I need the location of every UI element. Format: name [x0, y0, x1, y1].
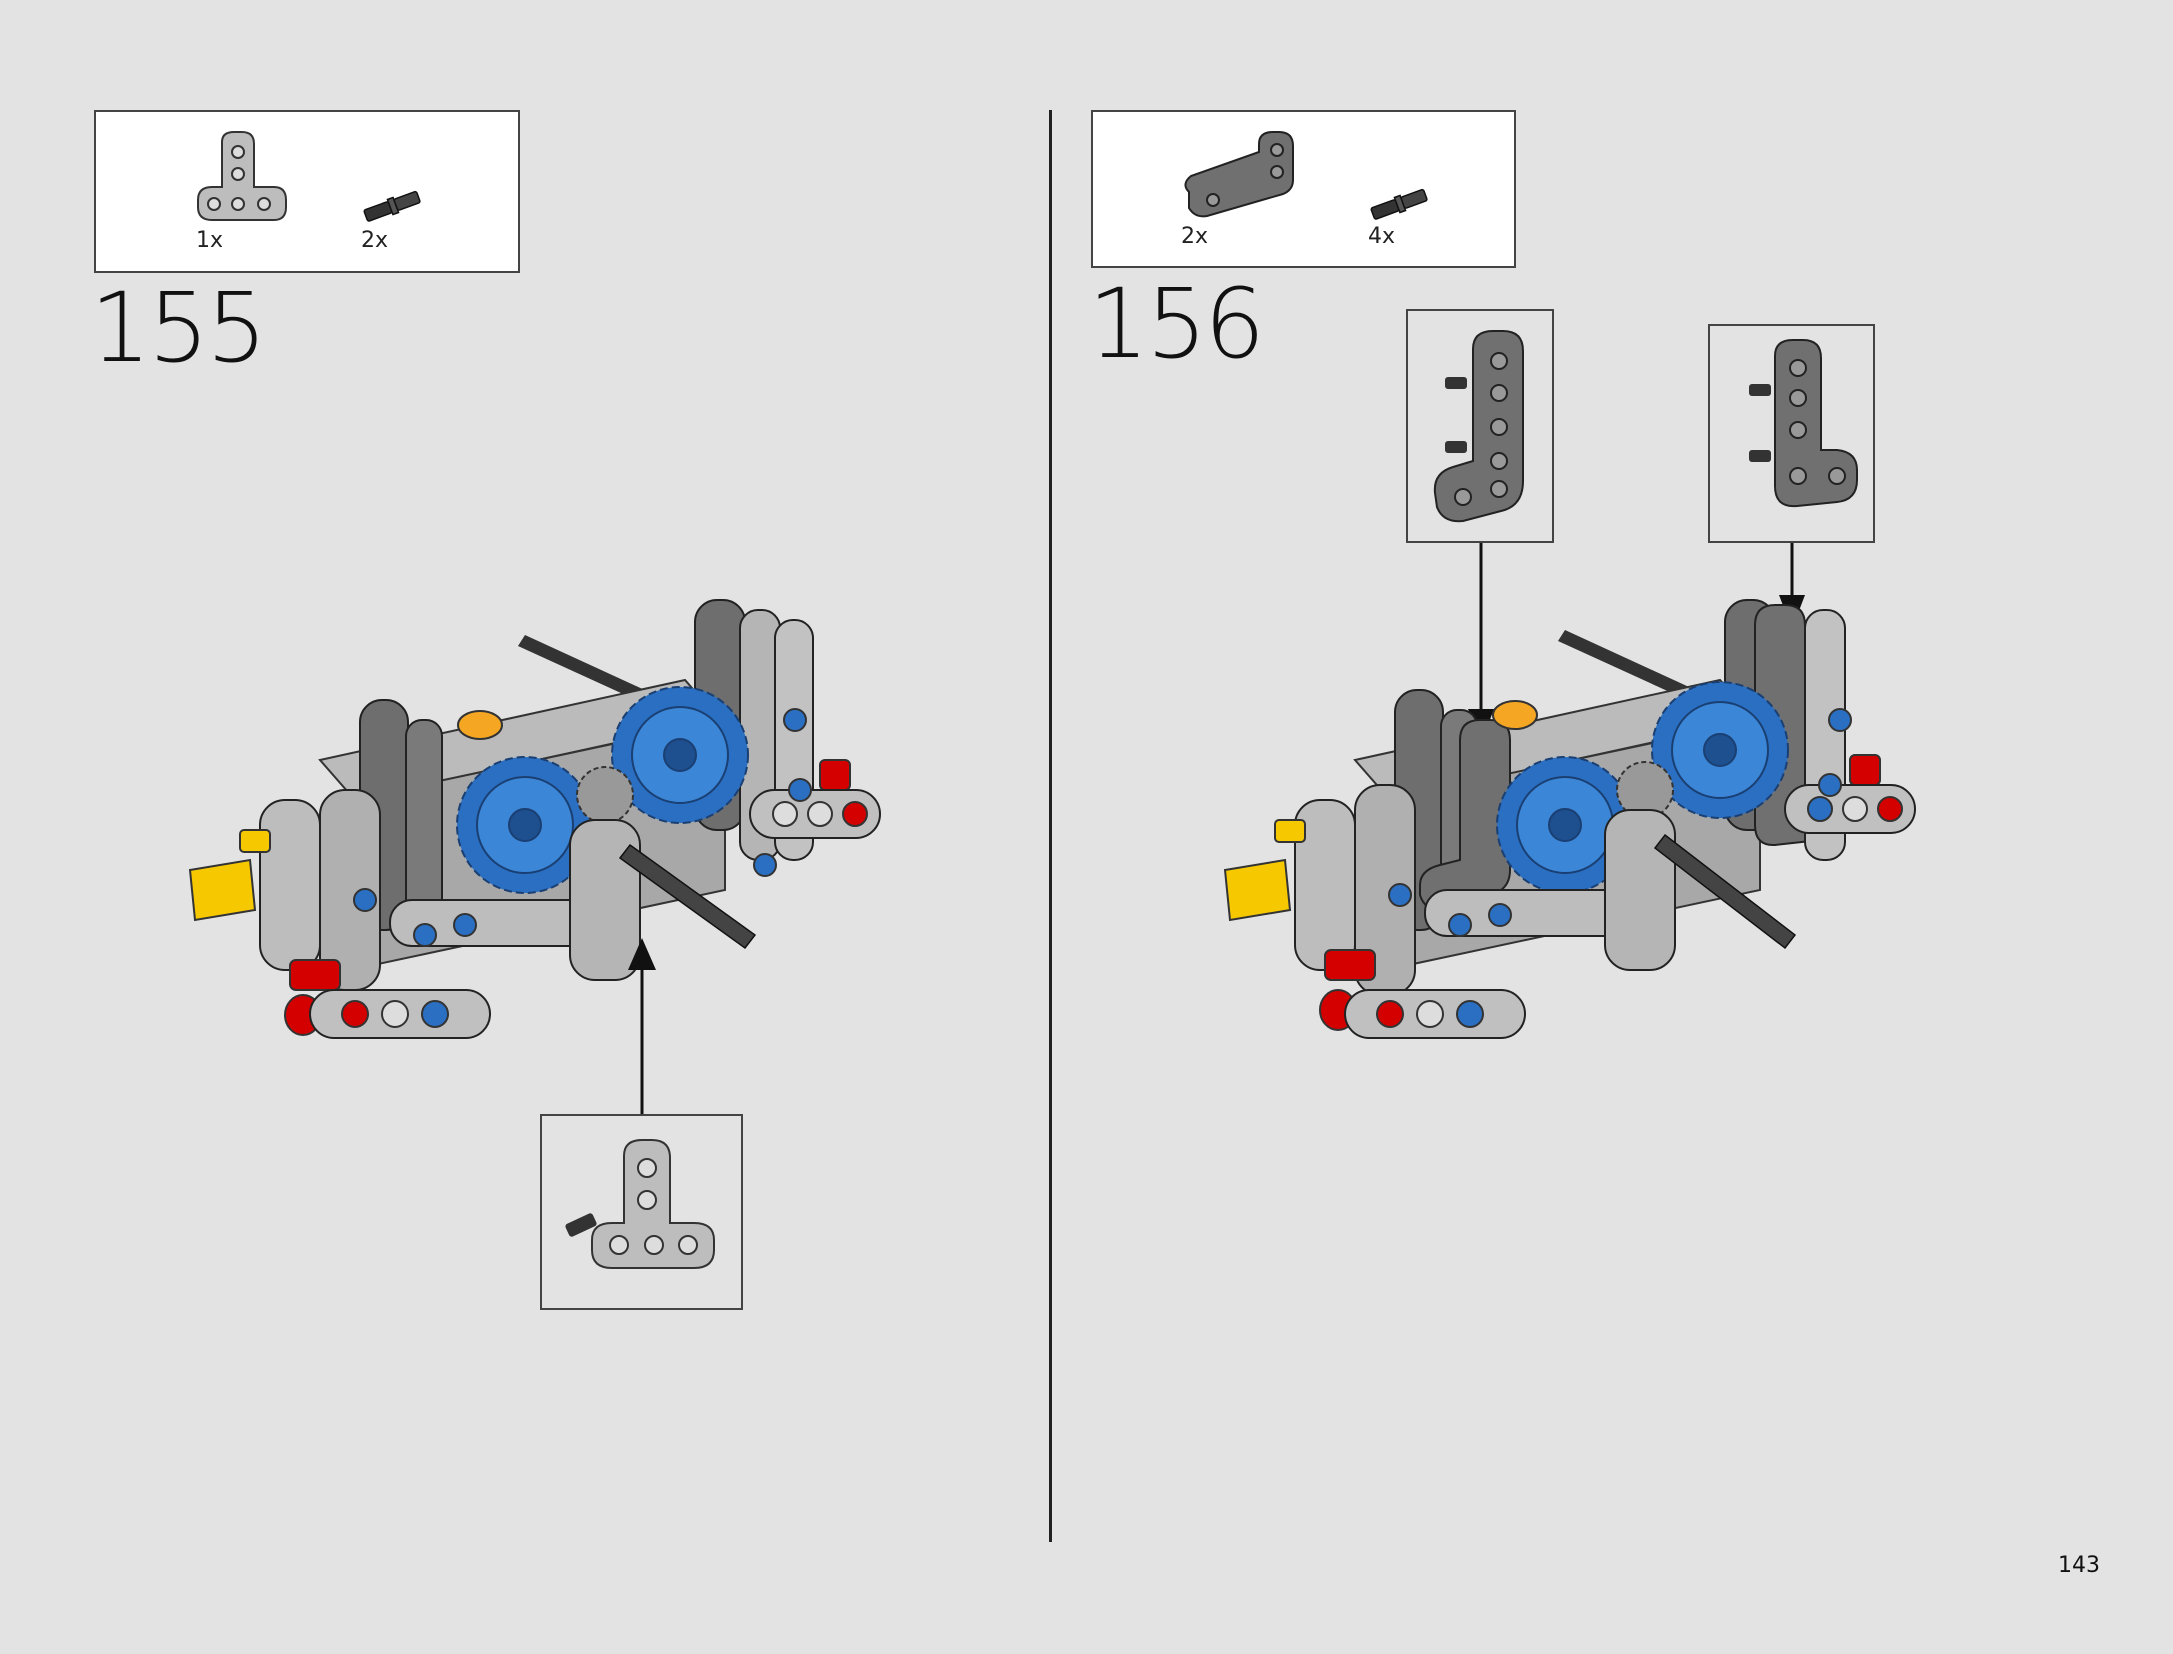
page-number: 143: [2058, 1553, 2100, 1578]
t-beam-icon: [197, 131, 287, 221]
parts-list-155: 1x 2x: [94, 110, 520, 273]
assembly-illustration-156: [1223, 599, 1916, 1039]
t-beam-icon: [565, 1139, 715, 1269]
friction-pin-icon: [1370, 188, 1428, 220]
l-beam-icon: [1749, 339, 1858, 508]
assembly-illustration-155: [188, 599, 881, 1039]
sub-assembly-callout-155: [540, 1114, 743, 1310]
l-beam-icon: [1184, 131, 1294, 218]
sub-assembly-callout-156-right: [1708, 324, 1875, 543]
parts-list-156: 2x 4x: [1091, 110, 1516, 268]
l-beam-icon: [1433, 330, 1524, 523]
friction-pin-icon: [363, 190, 421, 222]
part-qty-pin: 4x: [1368, 224, 1396, 249]
gear-left: [456, 756, 594, 894]
step-number-156: 156: [1088, 268, 1265, 380]
sub-assembly-callout-156-left: [1406, 309, 1554, 543]
part-qty-pin: 2x: [361, 228, 389, 253]
step-number-155: 155: [90, 272, 267, 384]
part-qty-l-beam: 2x: [1181, 224, 1209, 249]
insertion-arrow-155: [628, 938, 656, 1118]
part-qty-t-beam: 1x: [196, 228, 224, 253]
page-divider: [1049, 110, 1052, 1542]
gear-right: [611, 686, 749, 824]
